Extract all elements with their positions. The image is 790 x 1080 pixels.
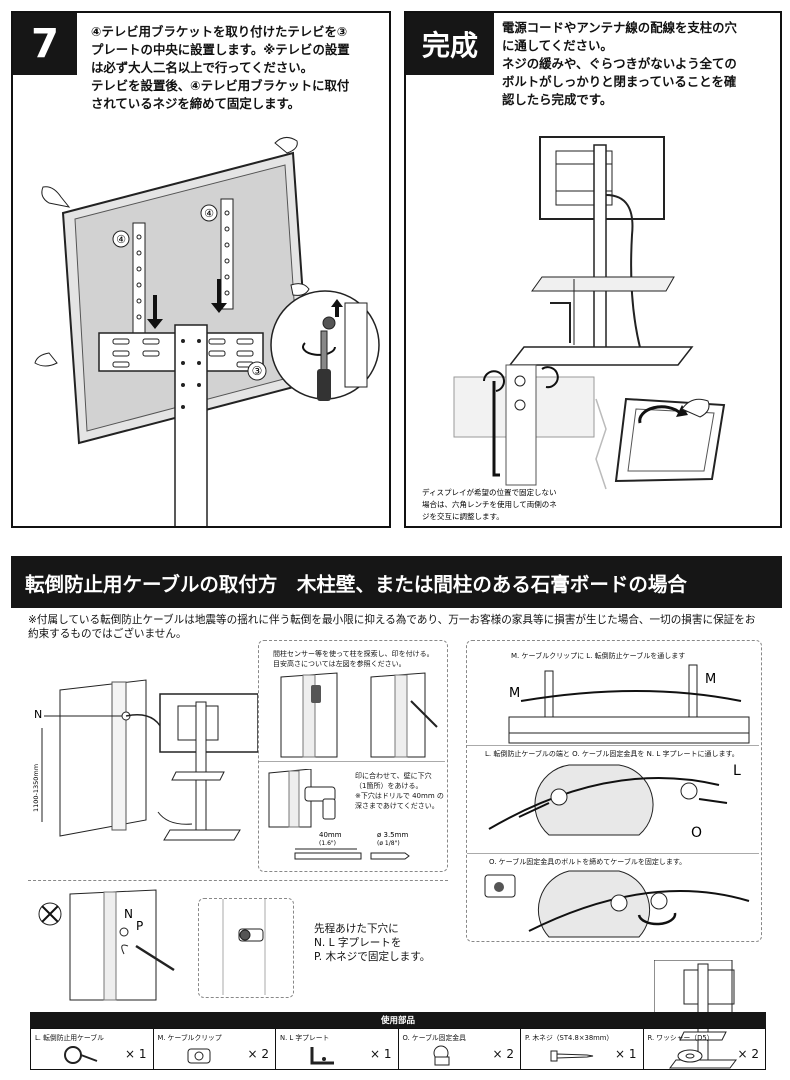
- part-qty: × 1: [369, 1047, 392, 1061]
- step7-line-3: は必ず大人二名以上で行ってください。: [91, 60, 314, 75]
- drill-diameter-in: (ø 1/8"): [377, 840, 400, 847]
- step7-panel: 7 ④テレビ用ブラケットを取り付けたテレビを③ プレートの中央に設置します。※テ…: [11, 11, 391, 528]
- part-qty: × 2: [737, 1047, 759, 1061]
- cable-steps-box: M. ケーブルクリップに L. 転倒防止ケーブルを通します M M L. 転倒防…: [466, 640, 762, 942]
- wall-label-n: N: [34, 708, 42, 721]
- part-l-plate: N. L 字プレート × 1: [276, 1029, 399, 1069]
- cable-section-title: 転倒防止用ケーブルの取付方 木柱壁、または間柱のある石膏ボードの場合: [11, 556, 782, 608]
- screw-note-line-1: 先程あけた下穴に: [314, 923, 399, 935]
- drill-note: 印に合わせて、壁に下穴 （1箇所）をあける。 ※下穴はドリルで 40mm の 深…: [355, 771, 444, 811]
- disclaimer-line-1: ※付属している転倒防止ケーブルは地震等の揺れに伴う転倒を最小限に抑える為であり、…: [28, 614, 756, 626]
- l-step-text: L. 転倒防止ケーブルの端と O. ケーブル固定金具を N. L 字プレートに通…: [485, 750, 739, 758]
- complete-line-1: 電源コードやアンテナ線の配線を支柱の穴: [502, 20, 737, 35]
- screw-note-line-3: P. 木ネジで固定します。: [314, 951, 431, 963]
- height-label: 1100-1350mm: [32, 764, 40, 812]
- m-label-right: M: [705, 672, 716, 687]
- m-label-left: M: [509, 686, 520, 701]
- cable-icon: [64, 1046, 98, 1064]
- step-number-badge: 7: [13, 13, 77, 75]
- screw-illustration: N P: [38, 889, 175, 1001]
- drill-depth-in: (1.6"): [319, 840, 336, 847]
- complete-panel: 完成 電源コードやアンテナ線の配線を支柱の穴 に通してください。 ネジの緩みや、…: [404, 11, 782, 528]
- part-qty: × 2: [247, 1047, 269, 1061]
- o-label: O: [691, 825, 702, 841]
- drill-depth: 40mm: [319, 831, 342, 839]
- part-name: L. 転倒防止用ケーブル: [35, 1034, 104, 1042]
- part-fixing: O. ケーブル固定金具 × 2: [399, 1029, 521, 1069]
- drill-note-line-3: ※下穴はドリルで 40mm の: [355, 792, 444, 800]
- part-qty: × 1: [614, 1047, 637, 1061]
- step7-line-1: ④テレビ用ブラケットを取り付けたテレビを③: [91, 24, 348, 39]
- part-qty: × 2: [492, 1047, 514, 1061]
- part-name: P. 木ネジ（ST4.8×38mm）: [525, 1034, 614, 1042]
- part-name: R. ワッシャー（D5）: [647, 1034, 714, 1042]
- parts-title: 使用部品: [30, 1012, 766, 1028]
- drill-diameter: ø 3.5mm: [377, 831, 408, 839]
- part-clip: M. ケーブルクリップ × 2: [154, 1029, 276, 1069]
- part-washer: R. ワッシャー（D5） × 2: [644, 1029, 766, 1069]
- drill-note-line-2: （1箇所）をあける。: [355, 782, 423, 790]
- screw-note-line-2: N. L 字プレートを: [314, 937, 402, 949]
- complete-instructions: 電源コードやアンテナ線の配線を支柱の穴 に通してください。 ネジの緩みや、ぐらつ…: [502, 19, 737, 109]
- complete-note-line-1: ディスプレイが希望の位置で固定しない: [422, 487, 556, 497]
- screw-note: 先程あけた下穴に N. L 字プレートを P. 木ネジで固定します。: [314, 922, 430, 964]
- screw-icon: [550, 1050, 594, 1062]
- bracket-label-a: ④: [116, 233, 126, 246]
- complete-line-2: に通してください。: [502, 38, 613, 53]
- part-cable: L. 転倒防止用ケーブル × 1: [31, 1029, 154, 1069]
- drill-step-box: 間柱センサー等を使って柱を探索し、印を付ける。 目安高さについては左図を参照くだ…: [258, 640, 448, 872]
- drill-note-line-1: 印に合わせて、壁に下穴: [355, 772, 432, 780]
- parts-table: L. 転倒防止用ケーブル × 1 M. ケーブルクリップ × 2 N. L 字プ…: [30, 1028, 766, 1070]
- part-qty: × 1: [124, 1047, 147, 1061]
- drill-note-line-4: 深さまであけてください。: [355, 802, 439, 810]
- clip-icon: [187, 1048, 210, 1064]
- screw-label-p: P: [136, 919, 143, 933]
- complete-note-line-2: 場合は、六角レンチを使用して両側のネ: [422, 499, 557, 509]
- l-label: L: [733, 763, 741, 779]
- disclaimer-line-2: 約束するものではございません。: [28, 628, 187, 640]
- m-step-text: M. ケーブルクリップに L. 転倒防止ケーブルを通します: [511, 652, 686, 660]
- complete-line-4: ボルトがしっかりと閉まっていることを確: [502, 74, 737, 89]
- complete-note-line-3: ジを交互に調整します。: [422, 511, 504, 521]
- cable-disclaimer: ※付属している転倒防止ケーブルは地震等の揺れに伴う転倒を最小限に抑える為であり、…: [28, 613, 778, 641]
- sensor-note: 間柱センサー等を使って柱を探索し、印を付ける。 目安高さについては左図を参照くだ…: [273, 649, 434, 669]
- step7-instructions: ④テレビ用ブラケットを取り付けたテレビを③ プレートの中央に設置します。※テレビ…: [91, 23, 350, 113]
- complete-illustration: ディスプレイが希望の位置で固定しない 場合は、六角レンチを使用して両側のネ ジを…: [422, 136, 726, 521]
- step7-line-2: プレートの中央に設置します。※テレビの設置: [91, 42, 350, 57]
- part-name: M. ケーブルクリップ: [157, 1034, 222, 1042]
- sensor-note-line-2: 目安高さについては左図を参照ください。: [273, 660, 406, 668]
- part-name: O. ケーブル固定金具: [402, 1034, 466, 1042]
- complete-line-3: ネジの緩みや、ぐらつきがないよう全ての: [502, 56, 737, 71]
- o-step-text: O. ケーブル固定金具のボルトを締めてケーブルを固定します。: [489, 858, 687, 866]
- step7-line-5: されているネジを締めて固定します。: [91, 96, 301, 111]
- washer-icon: [677, 1049, 702, 1063]
- screw-label-n: N: [124, 907, 133, 921]
- bracket-label-b: ④: [204, 207, 214, 220]
- part-name: N. L 字プレート: [280, 1034, 330, 1042]
- complete-line-5: 認したら完成です。: [502, 92, 613, 107]
- step7-line-4: テレビを設置後、④テレビ用ブラケットに取付: [91, 78, 350, 93]
- complete-badge: 完成: [406, 13, 494, 75]
- step7-illustration: ④ ④ ③: [34, 137, 380, 526]
- fixing-icon: [433, 1045, 449, 1066]
- plate-label: ③: [252, 364, 263, 378]
- plate-detail-box: [198, 898, 294, 998]
- part-screw: P. 木ネジ（ST4.8×38mm） × 1: [521, 1029, 644, 1069]
- sensor-note-line-1: 間柱センサー等を使って柱を探索し、印を付ける。: [273, 650, 434, 658]
- wall-stand-illustration: N 1100-1350mm: [32, 679, 259, 841]
- l-plate-icon: [310, 1047, 334, 1065]
